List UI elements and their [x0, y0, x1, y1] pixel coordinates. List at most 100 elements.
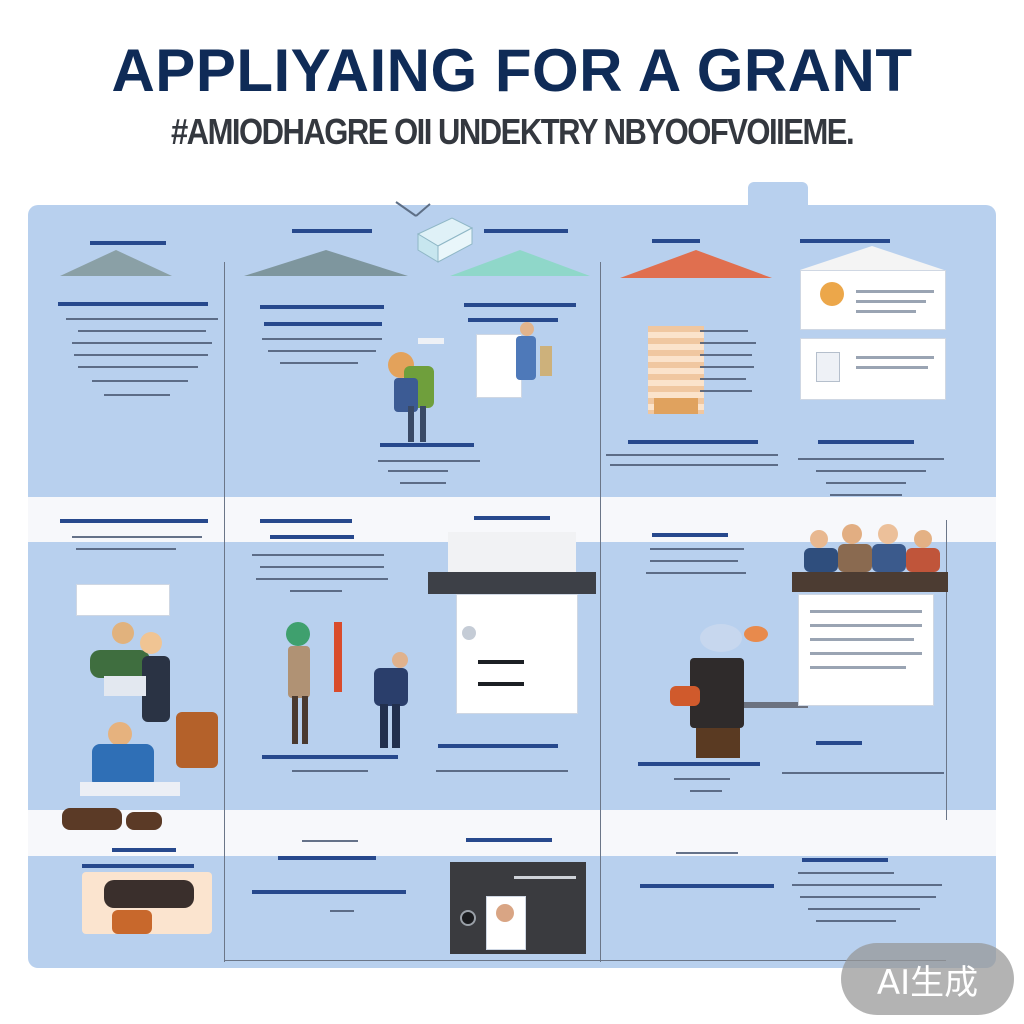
text-placeholder	[646, 572, 746, 574]
text-placeholder	[810, 610, 922, 613]
text-placeholder	[380, 443, 474, 447]
person-figure	[914, 530, 932, 548]
message-card	[76, 584, 170, 616]
text-placeholder	[58, 302, 208, 306]
person-figure	[420, 406, 426, 442]
text-placeholder	[400, 482, 446, 484]
crowd-graphic	[654, 398, 698, 414]
text-placeholder	[302, 840, 358, 842]
roof-graphic	[244, 250, 408, 276]
text-placeholder	[628, 440, 758, 444]
text-placeholder	[60, 519, 208, 523]
column-divider	[946, 520, 947, 820]
text-placeholder	[802, 858, 888, 862]
person-figure	[820, 282, 844, 306]
text-placeholder	[830, 494, 902, 496]
text-placeholder	[856, 310, 916, 313]
person-figure	[62, 808, 122, 830]
text-placeholder	[104, 394, 170, 396]
text-placeholder	[808, 908, 920, 910]
laptop-graphic	[80, 782, 180, 796]
text-placeholder	[856, 366, 928, 369]
column-divider	[224, 262, 225, 962]
text-placeholder	[262, 755, 398, 759]
text-placeholder	[268, 350, 376, 352]
text-placeholder	[856, 356, 934, 359]
text-placeholder	[260, 305, 384, 309]
text-placeholder	[798, 458, 944, 460]
text-placeholder	[610, 464, 778, 466]
group-figure	[90, 650, 150, 678]
person-figure	[540, 346, 552, 376]
person-figure	[288, 646, 310, 698]
text-placeholder	[378, 460, 480, 462]
person-figure	[842, 524, 862, 544]
text-placeholder	[816, 470, 926, 472]
document-graphic	[816, 352, 840, 382]
text-placeholder	[650, 548, 744, 550]
person-figure	[292, 696, 298, 744]
person-figure	[104, 880, 194, 908]
person-figure	[804, 548, 838, 572]
person-figure	[810, 530, 828, 548]
text-placeholder	[478, 660, 524, 664]
person-figure	[108, 722, 132, 746]
text-placeholder	[264, 322, 382, 326]
text-placeholder	[606, 454, 778, 456]
text-placeholder	[66, 318, 218, 320]
column-divider	[600, 262, 601, 962]
step-heading-placeholder	[90, 241, 166, 245]
text-placeholder	[78, 366, 198, 368]
text-placeholder	[256, 578, 388, 580]
step-heading-placeholder	[800, 239, 890, 243]
person-figure	[392, 652, 408, 668]
team-graphic	[792, 572, 948, 592]
person-figure	[516, 336, 536, 380]
text-placeholder	[782, 772, 944, 774]
roof-graphic	[60, 250, 172, 276]
step-heading-placeholder	[292, 229, 372, 233]
text-placeholder	[816, 920, 896, 922]
text-placeholder	[676, 852, 738, 854]
text-placeholder	[700, 378, 746, 380]
printed-document	[456, 594, 578, 714]
box-icon	[395, 201, 474, 263]
text-placeholder	[810, 652, 922, 655]
person-figure	[140, 632, 162, 654]
text-placeholder	[436, 770, 568, 772]
text-placeholder	[856, 290, 934, 293]
desk-graphic	[670, 686, 700, 706]
text-placeholder	[826, 482, 906, 484]
pen-graphic	[334, 622, 342, 692]
person-figure	[92, 744, 154, 788]
ai-generated-watermark: AI生成	[841, 943, 1014, 1015]
text-placeholder	[270, 535, 354, 539]
person-figure	[496, 904, 514, 922]
person-figure	[408, 406, 414, 442]
person-figure	[392, 704, 400, 748]
text-placeholder	[700, 330, 748, 332]
desk-graphic	[744, 702, 808, 708]
text-placeholder	[652, 533, 728, 537]
text-placeholder	[76, 548, 176, 550]
text-placeholder	[388, 470, 448, 472]
text-placeholder	[330, 910, 354, 912]
person-figure	[394, 378, 418, 412]
text-placeholder	[818, 440, 914, 444]
step-heading-placeholder	[484, 229, 568, 233]
text-placeholder	[280, 362, 358, 364]
text-placeholder	[474, 516, 550, 520]
text-placeholder	[700, 390, 752, 392]
page-subtitle: #AMIODHAGRE OII UNDEKTRY NBYOOFVOIIEME.	[170, 110, 855, 153]
text-placeholder	[514, 876, 576, 879]
text-placeholder	[290, 590, 342, 592]
text-placeholder	[278, 856, 376, 860]
text-placeholder	[252, 890, 406, 894]
text-placeholder	[856, 300, 926, 303]
step-heading-placeholder	[652, 239, 700, 243]
person-figure	[374, 668, 408, 706]
text-placeholder	[464, 303, 576, 307]
text-placeholder	[92, 380, 188, 382]
text-placeholder	[650, 560, 738, 562]
